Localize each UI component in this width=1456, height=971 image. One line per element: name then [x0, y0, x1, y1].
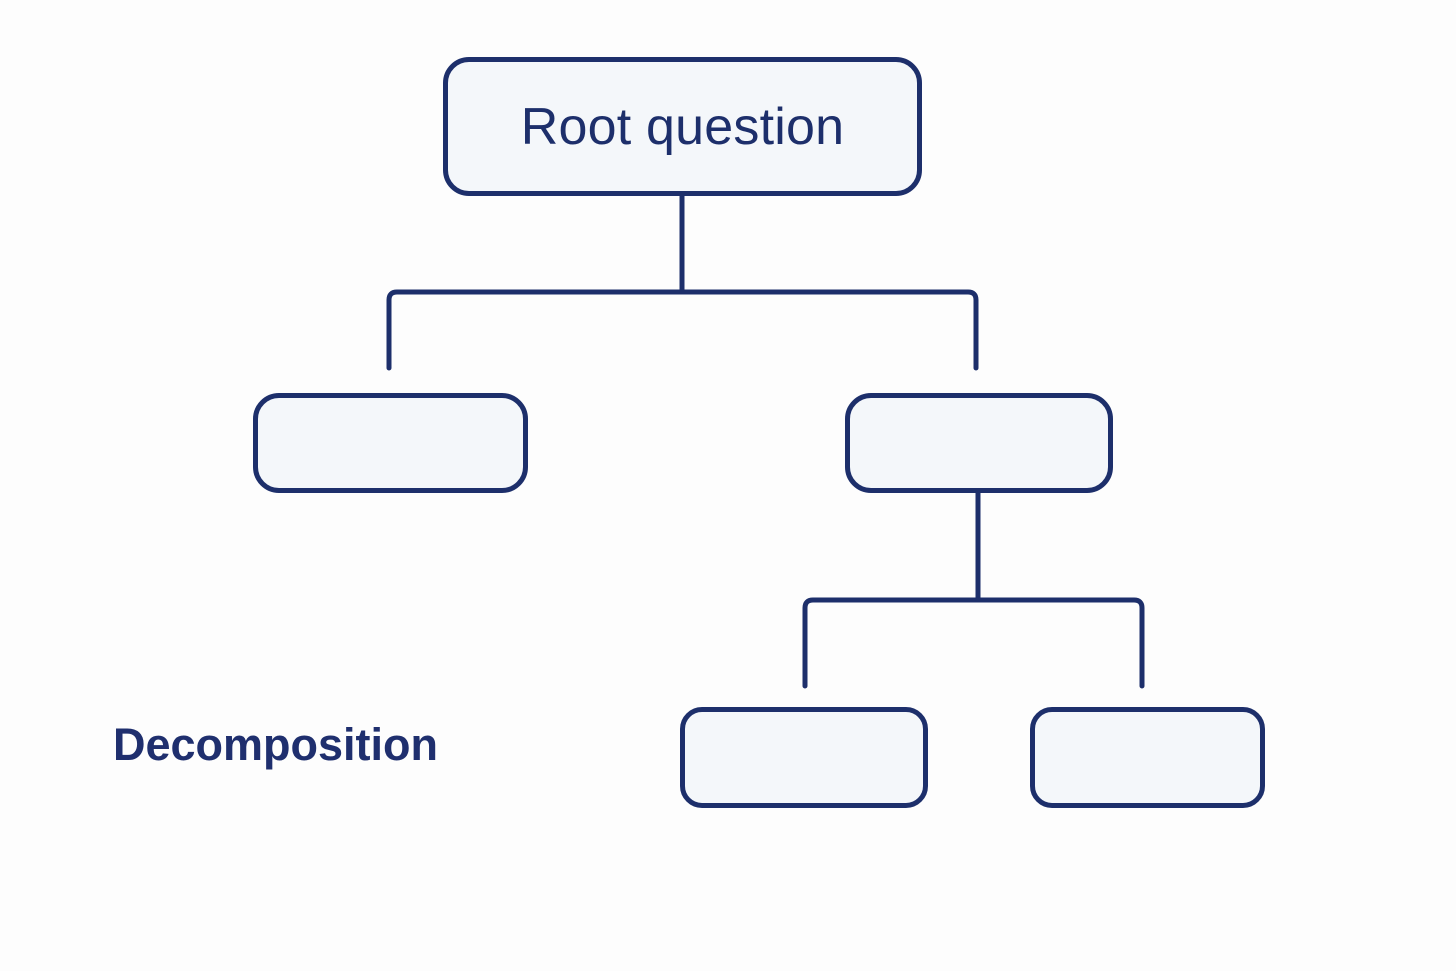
edge-root-to-child-right	[679, 289, 979, 371]
edge-childright-to-grandchild-left	[802, 597, 981, 689]
edge-childright-to-grandchild-right	[975, 597, 1145, 689]
edge-root-to-child-left	[386, 289, 685, 371]
node-child-left[interactable]	[253, 393, 528, 493]
node-child-right[interactable]	[845, 393, 1113, 493]
decomposition-caption: Decomposition	[113, 719, 439, 770]
node-root-label: Root question	[520, 97, 845, 156]
node-root[interactable]: Root question	[443, 57, 922, 196]
node-grandchild-left[interactable]	[680, 707, 928, 808]
node-grandchild-right[interactable]	[1030, 707, 1265, 808]
